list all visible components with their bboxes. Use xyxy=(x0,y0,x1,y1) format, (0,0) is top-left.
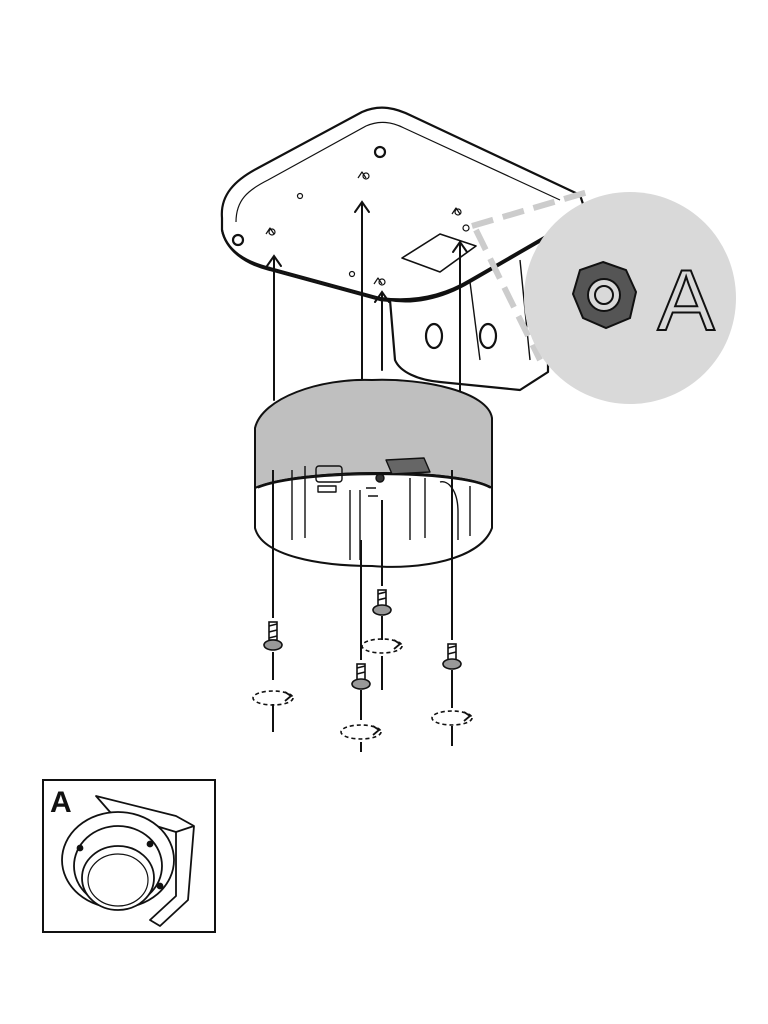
screw-4 xyxy=(442,643,462,670)
screw-lines xyxy=(272,470,453,752)
screw-1 xyxy=(263,621,283,651)
inset-letter: A xyxy=(50,786,72,819)
mounting-bracket xyxy=(220,106,587,392)
camera-housing xyxy=(254,378,493,568)
inset-a: A xyxy=(42,779,216,933)
guide-arrows xyxy=(266,200,468,401)
screw-3 xyxy=(351,663,371,690)
dome-camera-icon xyxy=(61,795,195,927)
screws xyxy=(263,589,462,690)
nut-icon xyxy=(571,260,638,330)
rotation-arrows xyxy=(252,638,473,740)
screw-2 xyxy=(372,589,392,616)
detail-callout: A xyxy=(524,192,736,404)
callout-letter: A xyxy=(657,253,715,349)
callout-link xyxy=(471,189,589,362)
